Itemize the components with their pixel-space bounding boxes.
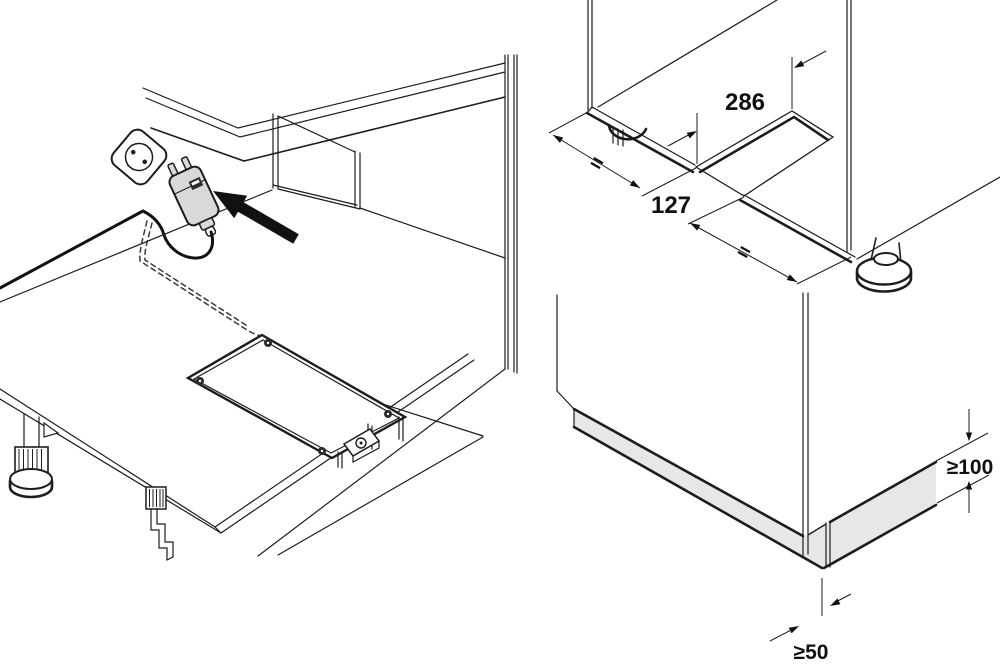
step-plinth-dimensions: ≥100 ≥50 bbox=[556, 292, 994, 664]
cutout-width-label: 286 bbox=[725, 89, 765, 116]
power-plug-icon bbox=[167, 156, 220, 237]
attention-arrow-icon bbox=[213, 191, 299, 244]
dimension-286: 286 bbox=[667, 50, 827, 164]
dimension-equal-left: = 127 bbox=[548, 111, 697, 219]
equal-spacing-label-left: = bbox=[586, 150, 608, 176]
wall-socket-icon bbox=[110, 128, 168, 186]
leg-bracket bbox=[145, 486, 174, 561]
cabinet-foot-icon bbox=[855, 237, 913, 293]
step-plug-connection bbox=[0, 54, 518, 561]
plinth-outline bbox=[572, 407, 938, 570]
bottom-panel bbox=[585, 106, 856, 264]
plinth-panel bbox=[574, 409, 936, 568]
dimension-plinth-setback: ≥50 bbox=[769, 578, 852, 664]
plate-screws bbox=[196, 339, 392, 455]
equal-spacing-label-right: = bbox=[733, 239, 755, 265]
adjustable-foot bbox=[8, 413, 60, 499]
bottom-panel-cutout bbox=[694, 110, 835, 197]
cabinet-corner-edges bbox=[556, 292, 831, 568]
cable-path bbox=[0, 209, 214, 290]
cable-hidden-route bbox=[139, 220, 262, 337]
cable-connector-box bbox=[337, 416, 404, 469]
dimension-plinth-height: ≥100 bbox=[935, 409, 994, 513]
mounting-plate bbox=[185, 333, 408, 469]
cutout-depth-label: 127 bbox=[651, 192, 691, 219]
upper-worktop-edge bbox=[142, 62, 506, 162]
cabinet-body bbox=[587, 0, 1000, 260]
side-wall-panel bbox=[257, 54, 518, 557]
cabinet-foot-left bbox=[607, 123, 648, 147]
plinth-setback-label: ≥50 bbox=[794, 641, 829, 664]
step-cutout-dimensions: 286 = 127 = bbox=[548, 0, 1000, 293]
socket-niche bbox=[272, 113, 506, 259]
plinth-height-label: ≥100 bbox=[947, 456, 994, 479]
